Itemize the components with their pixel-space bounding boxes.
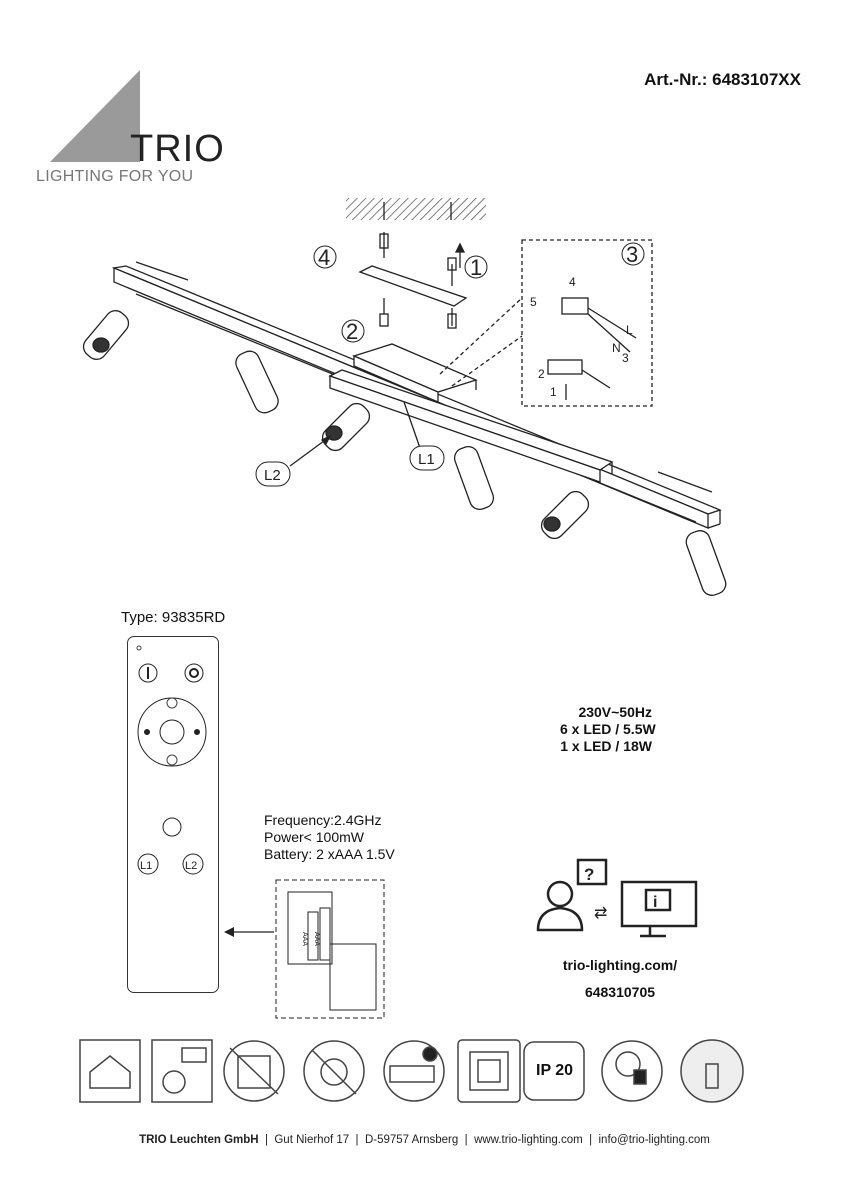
website-line2: 648310705 [584, 984, 656, 1000]
svg-text:?: ? [584, 865, 594, 884]
svg-text:i: i [653, 894, 657, 911]
l2-button: L2 [182, 853, 204, 875]
wiring-label-5: 5 [530, 295, 537, 309]
svg-text:AAA: AAA [313, 932, 320, 946]
ip-rating: IP 20 [536, 1062, 574, 1079]
remote-buttons: L1 L2 [136, 645, 207, 875]
callout-l2: L2 [264, 467, 281, 484]
info-icon: i [653, 894, 657, 911]
assembly-diagram: 4 1 2 3 4 5 L N 3 2 1 L1 L2 [82, 198, 727, 596]
svg-text:⇄: ⇄ [594, 905, 607, 922]
wiring-label-3: 3 [622, 351, 629, 365]
battery-compartment: AAA AAA [224, 879, 385, 1019]
website-line1: trio-lighting.com/ [562, 957, 678, 973]
exchange-arrows-icon: ⇄ [594, 905, 607, 922]
ip20-icon [523, 1041, 585, 1101]
power-on-button [184, 663, 204, 683]
wiring-label-2: 2 [538, 367, 545, 381]
led-driver-icon [383, 1040, 445, 1102]
certification-icon-row [79, 1039, 744, 1103]
wiring-label-L: L [626, 323, 633, 337]
article-number: Art.-Nr.: 6483107XX [644, 70, 801, 89]
wiring-label-N: N [612, 341, 621, 355]
l1-button: L1 [137, 853, 159, 875]
led-bulb-lock-icon [601, 1040, 663, 1102]
svg-text:AAA: AAA [301, 932, 308, 946]
step-1-label: 1 [470, 255, 482, 280]
ceiling-mount-icon [151, 1039, 213, 1103]
svg-text:L1: L1 [140, 860, 152, 872]
question-icon: ? [584, 865, 594, 884]
callout-l1: L1 [418, 451, 435, 468]
night-mode-button [162, 817, 182, 837]
logo-tagline: LIGHTING FOR YOU [36, 168, 194, 185]
step-4-label: 4 [318, 245, 330, 270]
svg-text:L2: L2 [185, 860, 197, 872]
logo-triangle [50, 70, 140, 162]
power-off-button [138, 663, 158, 683]
step-2-label: 2 [346, 319, 358, 344]
support-info-graphic: ? i ⇄ [536, 858, 698, 938]
footer-company: TRIO Leuchten GmbH [139, 1134, 259, 1146]
radio-specs: Frequency:2.4GHz Power< 100mW Battery: 2… [264, 812, 395, 862]
remote-type: Type: 93835RD [121, 609, 226, 626]
footer-web[interactable]: www.trio-lighting.com [474, 1134, 583, 1146]
remote-control [127, 636, 219, 993]
class-ii-insulation-icon [457, 1039, 521, 1103]
spotlight-group [82, 310, 727, 596]
footer-email[interactable]: info@trio-lighting.com [598, 1134, 710, 1146]
indoor-house-icon [79, 1039, 141, 1103]
no-dimmer-icon [223, 1040, 285, 1102]
logo-word: TRIO [130, 128, 225, 170]
power-specs: 230V~50Hz 6 x LED / 5.5W 1 x LED / 18W [560, 704, 656, 754]
footer: TRIO Leuchten GmbH | Gut Nierhof 17 | D-… [139, 1134, 710, 1146]
wiring-label-4: 4 [569, 275, 576, 289]
wiring-label-1: 1 [550, 385, 557, 399]
footer-address: Gut Nierhof 17 [274, 1134, 350, 1146]
led-not-replaceable-icon [303, 1040, 365, 1102]
step-3-label: 3 [626, 242, 638, 267]
footer-city: D-59757 Arnsberg [364, 1134, 459, 1146]
remote-dimmer-icon [680, 1039, 744, 1103]
